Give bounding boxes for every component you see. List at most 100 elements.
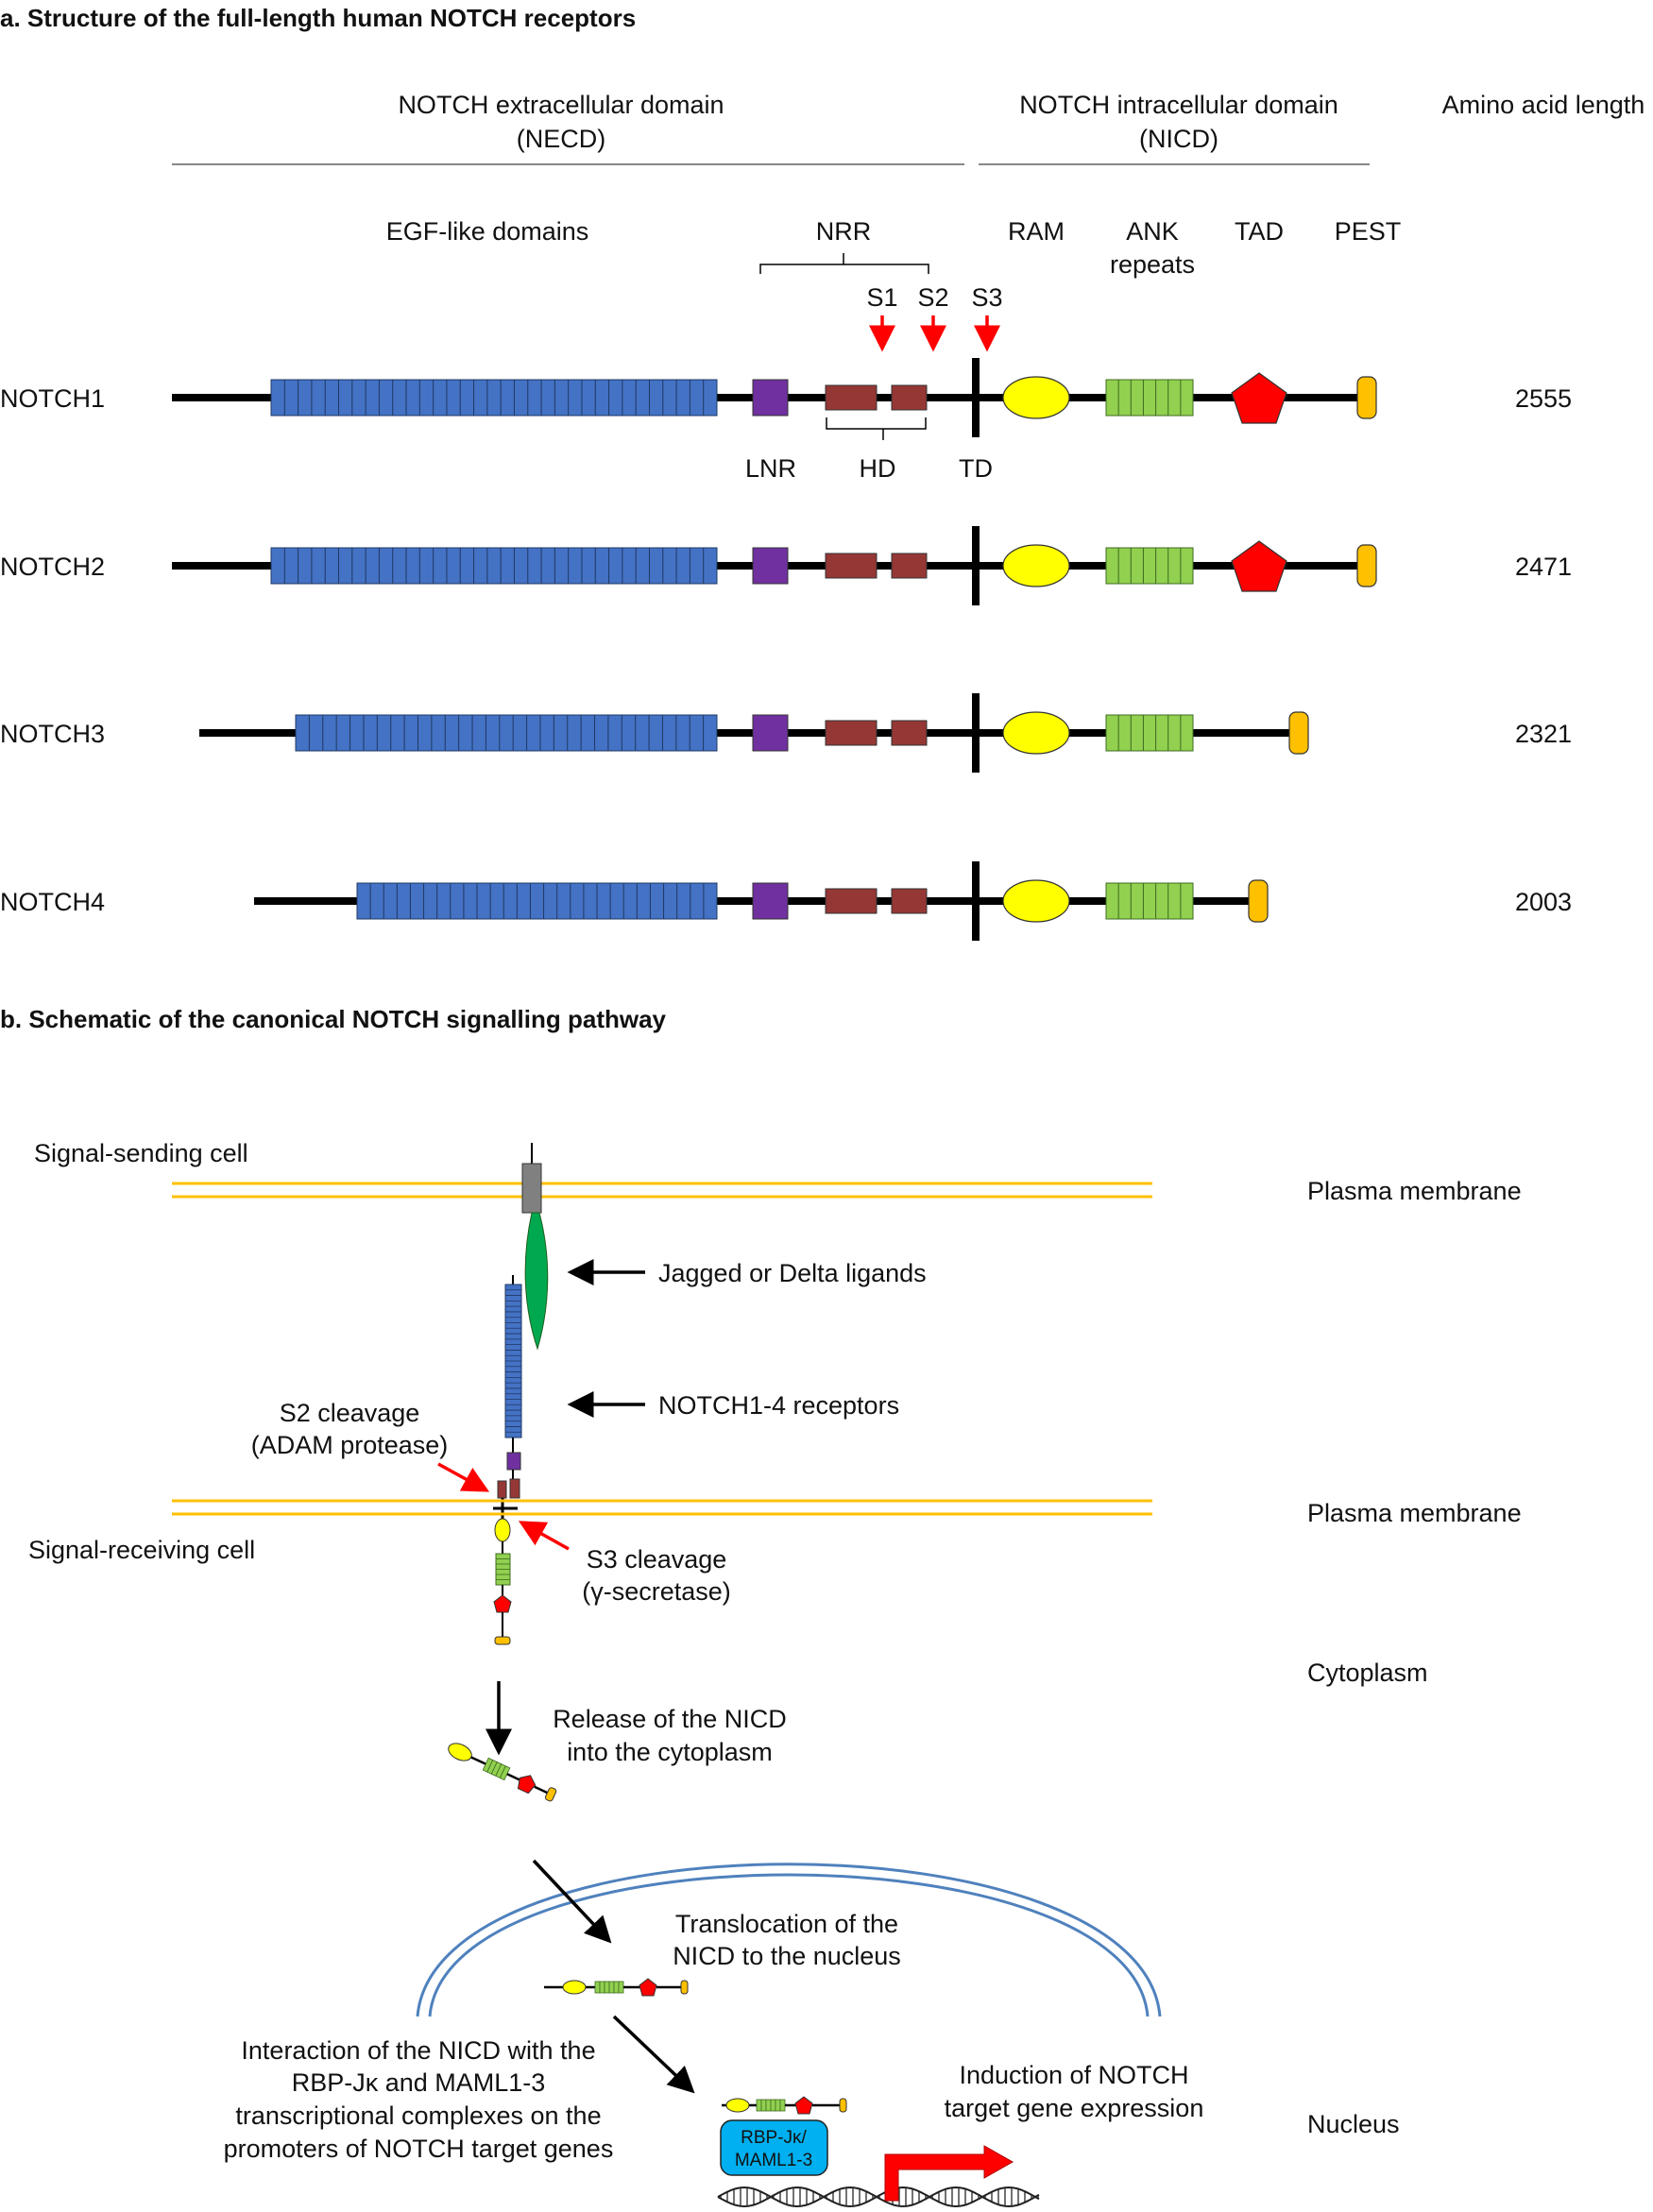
translocation-arrow [532, 1859, 612, 1944]
panel-a-title: a. Structure of the full-length human NO… [0, 4, 636, 32]
s2-cleavage-arrow [437, 1462, 490, 1492]
vertical-ram [494, 1518, 511, 1542]
ank-repeat [775, 2099, 781, 2112]
nicd-tad [794, 2096, 813, 2115]
pest-domain [1356, 544, 1377, 587]
s2-cleavage-label-line2: (ADAM protease) [251, 1431, 449, 1459]
s3-cleavage-label-line1: S3 cleavage [587, 1545, 727, 1574]
nicd-tad [517, 1775, 537, 1795]
ram-domain [1002, 544, 1070, 587]
interaction-label-line2: RBP-Jκ and MAML1-3 [292, 2068, 546, 2097]
bound-nicd [722, 2096, 847, 2115]
hd-c-domain [891, 384, 928, 411]
release-label-line2: into the cytoplasm [567, 1738, 773, 1766]
ligand-body [524, 1212, 549, 1351]
dna-double-helix [717, 2186, 1040, 2208]
ank-repeats [1105, 714, 1194, 752]
hd-label: HD [860, 454, 896, 483]
ank-repeat [779, 2099, 786, 2112]
necd-label-line1: NOTCH extracellular domain [398, 91, 724, 119]
egf-repeats [270, 379, 718, 417]
ank-block [1105, 547, 1194, 585]
plasma-membrane-top-label: Plasma membrane [1307, 1177, 1522, 1205]
receptors-label: NOTCH1-4 receptors [658, 1391, 899, 1420]
panel-b-title: b. Schematic of the canonical NOTCH sign… [0, 1005, 667, 1033]
receptor-row: NOTCH1 2555 [0, 358, 1572, 437]
signal-receiving-cell-label: Signal-receiving cell [28, 1536, 255, 1564]
ank-label-line1: ANK [1126, 217, 1179, 246]
release-label-line1: Release of the NICD [553, 1705, 787, 1733]
interaction-arrow [612, 2015, 695, 2094]
ank-repeats [1105, 547, 1194, 585]
ank-repeat [604, 1981, 610, 1994]
ank-label-line2: repeats [1110, 250, 1195, 279]
ank-repeat [613, 1981, 620, 1994]
nicd-ram [562, 1980, 587, 1995]
lnr-domain [752, 547, 789, 585]
receptor-name: NOTCH3 [0, 720, 105, 748]
transmembrane-domain [972, 861, 980, 941]
vertical-hd-c [509, 1478, 520, 1499]
egf-label: EGF-like domains [386, 217, 589, 246]
nicd-label-line1: NOTCH intracellular domain [1019, 91, 1338, 119]
hd-bracket [826, 417, 927, 440]
pest-domain [1288, 711, 1309, 755]
hd-c-domain [891, 553, 928, 579]
induction-label-line1: Induction of NOTCH [959, 2061, 1188, 2089]
nicd-pest [839, 2098, 847, 2113]
vertical-pest [494, 1636, 511, 1645]
ank-repeat [599, 1981, 605, 1994]
plasma-membrane-bottom-label: Plasma membrane [1307, 1499, 1522, 1527]
hd-n-domain [825, 553, 878, 579]
ligand-anchor [521, 1163, 542, 1214]
interaction-label-line3: transcriptional complexes on the [235, 2101, 601, 2130]
transmembrane-domain [972, 358, 980, 437]
receptor-name: NOTCH2 [0, 553, 105, 581]
nrr-label: NRR [816, 217, 872, 246]
rbp-label-line1: RBP-Jκ/ [741, 2128, 807, 2148]
ram-domain [1002, 711, 1070, 755]
vertical-hd-n [497, 1480, 507, 1499]
vertical-ank-repeats [495, 1553, 511, 1586]
panel-a: a. Structure of the full-length human NO… [0, 4, 1644, 941]
ank-block [1105, 714, 1194, 752]
amino-acid-length: 2471 [1515, 553, 1572, 581]
ram-domain [1002, 879, 1070, 923]
s3-cleavage-label-line2: (γ-secretase) [582, 1577, 731, 1606]
lnr-domain [752, 379, 789, 417]
ank-repeat [756, 2099, 762, 2112]
nicd-label-line2: (NICD) [1139, 125, 1218, 153]
s2-label: S2 [917, 283, 948, 312]
ank-repeats [1105, 379, 1194, 417]
receptor-row: NOTCH4 2003 [0, 861, 1572, 941]
aa-length-header: Amino acid length [1442, 91, 1645, 119]
s1-label: S1 [866, 283, 897, 312]
rbp-label-line2: MAML1-3 [735, 2151, 812, 2170]
pest-domain [1248, 879, 1269, 923]
receptor-row: NOTCH3 2321 [0, 693, 1572, 773]
nrr-bracket [759, 253, 929, 274]
signal-sending-cell-label: Signal-sending cell [34, 1139, 248, 1167]
hd-c-domain [891, 720, 928, 746]
egf-repeats [356, 882, 718, 920]
ram-domain [1002, 376, 1070, 419]
td-label: TD [959, 454, 993, 483]
nicd-pest [544, 1787, 557, 1802]
tad-label: TAD [1235, 217, 1284, 246]
transmembrane-domain [972, 693, 980, 773]
egf-block [356, 882, 718, 920]
ank-repeat [765, 2099, 772, 2112]
dna-strand [717, 2186, 1040, 2208]
released-nicd [448, 1743, 557, 1802]
pest-label: PEST [1335, 217, 1402, 246]
egf-block [295, 714, 718, 752]
interaction-label-line1: Interaction of the NICD with the [241, 2036, 595, 2065]
vertical-egf-repeats [504, 1284, 522, 1438]
nucleus-label: Nucleus [1307, 2110, 1400, 2138]
receptor-row: NOTCH2 2471 [0, 526, 1572, 605]
amino-acid-length: 2321 [1515, 720, 1572, 748]
s3-label: S3 [971, 283, 1002, 312]
ank-repeats [1105, 882, 1194, 920]
lnr-domain [752, 882, 789, 920]
